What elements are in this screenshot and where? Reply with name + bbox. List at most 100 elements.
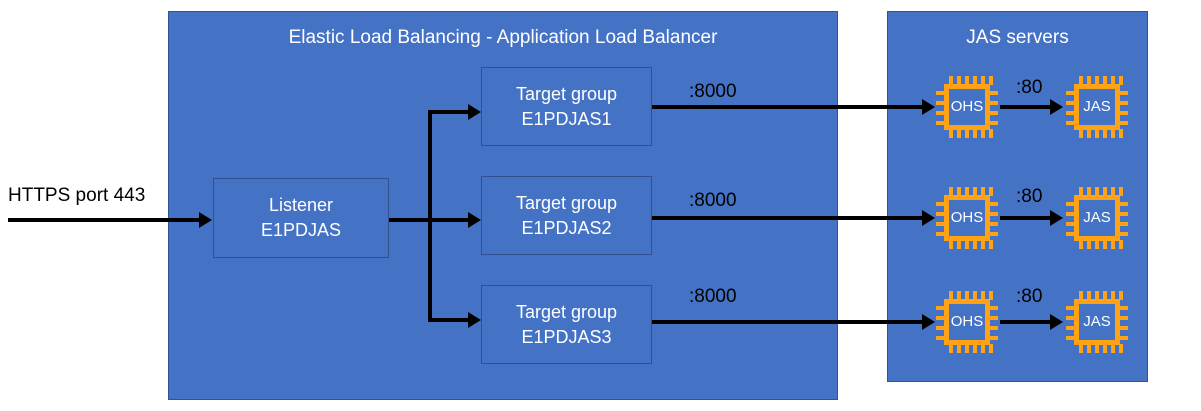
chip-pin-top-2 bbox=[957, 187, 961, 196]
ohs-server-chip-icon-row-1[interactable]: OHS bbox=[936, 76, 998, 138]
entry-connector-line bbox=[8, 218, 206, 222]
jas-chip-label-row-3: JAS bbox=[1074, 299, 1120, 345]
chip-pin-right-3 bbox=[989, 111, 998, 115]
chip-pin-left-2 bbox=[936, 316, 945, 320]
chip-pin-bottom-5 bbox=[1111, 129, 1115, 138]
chip-pin-bottom-2 bbox=[957, 129, 961, 138]
target-group-2-box[interactable]: Target group E1PDJAS2 bbox=[481, 176, 652, 255]
tg1-to-ohs1-line bbox=[652, 105, 927, 109]
target-group-3-box[interactable]: Target group E1PDJAS3 bbox=[481, 285, 652, 364]
jas-chip-label-row-2: JAS bbox=[1074, 195, 1120, 241]
target-group-1-name: E1PDJAS1 bbox=[521, 108, 612, 129]
chip-pin-right-4 bbox=[1119, 232, 1128, 236]
chip-pin-left-1 bbox=[936, 306, 945, 310]
fanout-branch-1-line bbox=[428, 110, 474, 114]
fanout-branch-1-arrowhead bbox=[468, 104, 481, 120]
chip-pin-right-1 bbox=[1119, 202, 1128, 206]
chip-pin-top-5 bbox=[981, 76, 985, 85]
chip-pin-bottom-4 bbox=[973, 240, 977, 249]
target-group-1-title: Target group bbox=[515, 83, 618, 104]
listener-out-line bbox=[389, 218, 432, 222]
chip-pin-bottom-2 bbox=[1087, 129, 1091, 138]
chip-pin-bottom-4 bbox=[1103, 129, 1107, 138]
chip-pin-left-4 bbox=[936, 121, 945, 125]
target-group-1-box[interactable]: Target group E1PDJAS1 bbox=[481, 67, 652, 146]
chip-pin-right-3 bbox=[989, 326, 998, 330]
chip-pin-right-3 bbox=[1119, 111, 1128, 115]
chip-pin-right-4 bbox=[989, 121, 998, 125]
chip-pin-bottom-6 bbox=[989, 240, 993, 249]
ohs1-to-jas1-line bbox=[1000, 105, 1055, 109]
chip-pin-right-1 bbox=[989, 202, 998, 206]
chip-pin-top-5 bbox=[1111, 76, 1115, 85]
port-8000-label-row-1: :8000 bbox=[689, 81, 737, 102]
chip-pin-top-5 bbox=[981, 187, 985, 196]
chip-pin-bottom-2 bbox=[1087, 240, 1091, 249]
fanout-vertical-line bbox=[428, 110, 432, 322]
fanout-branch-3-arrowhead bbox=[468, 312, 481, 328]
chip-pin-top-6 bbox=[989, 291, 993, 300]
ohs-server-chip-icon-row-3[interactable]: OHS bbox=[936, 291, 998, 353]
chip-pin-top-3 bbox=[965, 291, 969, 300]
chip-pin-bottom-4 bbox=[973, 129, 977, 138]
ohs3-to-jas3-line bbox=[1000, 320, 1055, 324]
listener-box[interactable]: Listener E1PDJAS bbox=[213, 178, 389, 258]
chip-pin-left-1 bbox=[1066, 306, 1075, 310]
chip-pin-top-6 bbox=[989, 76, 993, 85]
chip-pin-bottom-5 bbox=[981, 240, 985, 249]
ohs-server-chip-icon-row-2[interactable]: OHS bbox=[936, 187, 998, 249]
chip-pin-top-5 bbox=[1111, 187, 1115, 196]
chip-pin-top-1 bbox=[949, 187, 953, 196]
chip-pin-top-3 bbox=[1095, 291, 1099, 300]
chip-pin-bottom-3 bbox=[1095, 129, 1099, 138]
chip-pin-bottom-4 bbox=[1103, 344, 1107, 353]
chip-pin-top-4 bbox=[973, 291, 977, 300]
chip-pin-right-2 bbox=[989, 101, 998, 105]
chip-pin-bottom-5 bbox=[1111, 344, 1115, 353]
chip-pin-bottom-6 bbox=[1119, 240, 1123, 249]
chip-pin-top-6 bbox=[1119, 76, 1123, 85]
chip-pin-top-4 bbox=[1103, 76, 1107, 85]
chip-pin-bottom-2 bbox=[957, 344, 961, 353]
chip-pin-left-4 bbox=[1066, 336, 1075, 340]
chip-pin-left-3 bbox=[1066, 222, 1075, 226]
chip-pin-left-1 bbox=[1066, 91, 1075, 95]
chip-pin-right-4 bbox=[989, 336, 998, 340]
chip-pin-bottom-4 bbox=[1103, 240, 1107, 249]
ohs2-to-jas2-arrowhead bbox=[1050, 210, 1063, 226]
chip-pin-top-2 bbox=[1087, 291, 1091, 300]
chip-pin-left-3 bbox=[1066, 111, 1075, 115]
chip-pin-left-2 bbox=[1066, 212, 1075, 216]
chip-pin-left-2 bbox=[1066, 316, 1075, 320]
target-group-2-name: E1PDJAS2 bbox=[521, 217, 612, 238]
port-8000-label-row-3: :8000 bbox=[689, 286, 737, 307]
chip-pin-right-4 bbox=[1119, 121, 1128, 125]
chip-pin-bottom-3 bbox=[1095, 344, 1099, 353]
chip-pin-bottom-1 bbox=[1079, 240, 1083, 249]
chip-pin-right-4 bbox=[1119, 336, 1128, 340]
jas-server-chip-icon-row-2[interactable]: JAS bbox=[1066, 187, 1128, 249]
jas-server-chip-icon-row-3[interactable]: JAS bbox=[1066, 291, 1128, 353]
chip-pin-right-4 bbox=[989, 232, 998, 236]
chip-pin-right-3 bbox=[1119, 326, 1128, 330]
chip-pin-bottom-3 bbox=[965, 240, 969, 249]
chip-pin-top-4 bbox=[973, 187, 977, 196]
chip-pin-right-1 bbox=[1119, 91, 1128, 95]
chip-pin-bottom-3 bbox=[965, 129, 969, 138]
chip-pin-right-1 bbox=[1119, 306, 1128, 310]
jas-server-chip-icon-row-1[interactable]: JAS bbox=[1066, 76, 1128, 138]
chip-pin-left-3 bbox=[936, 326, 945, 330]
jas-panel-title: JAS servers bbox=[966, 27, 1069, 48]
chip-pin-bottom-1 bbox=[949, 240, 953, 249]
fanout-branch-3-line bbox=[428, 318, 474, 322]
tg3-to-ohs3-arrowhead bbox=[922, 314, 935, 330]
chip-pin-bottom-1 bbox=[1079, 129, 1083, 138]
chip-pin-right-2 bbox=[1119, 212, 1128, 216]
chip-pin-right-1 bbox=[989, 306, 998, 310]
ohs-chip-label-row-1: OHS bbox=[944, 84, 990, 130]
chip-pin-top-5 bbox=[1111, 291, 1115, 300]
chip-pin-top-3 bbox=[965, 76, 969, 85]
chip-pin-right-2 bbox=[989, 316, 998, 320]
chip-pin-bottom-6 bbox=[1119, 344, 1123, 353]
